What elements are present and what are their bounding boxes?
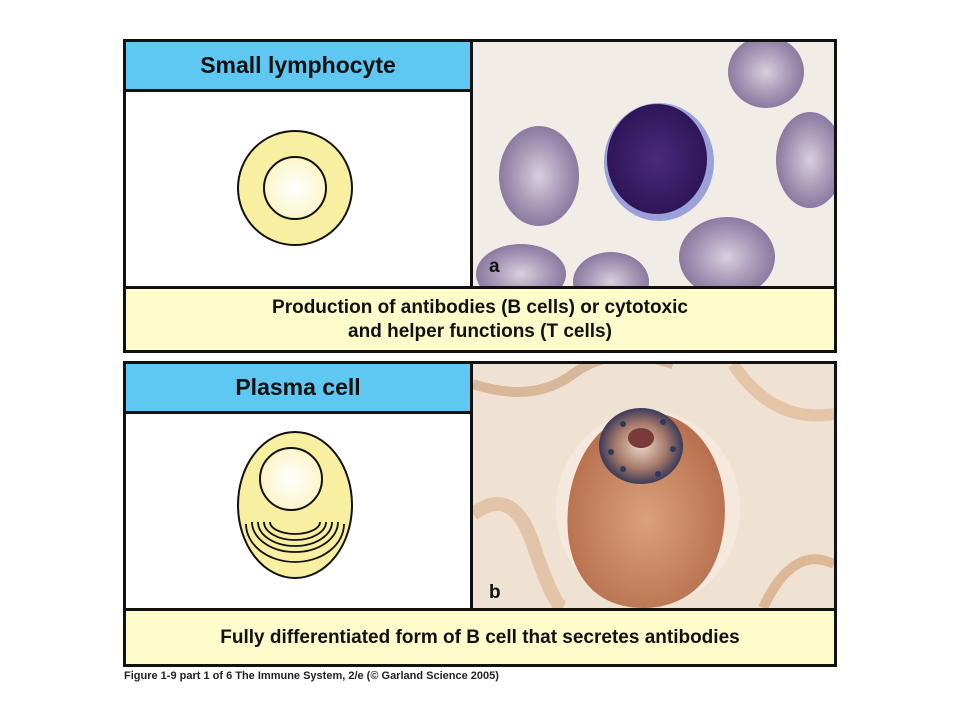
plasma-cell-diagram <box>126 414 473 608</box>
nucleus-outline <box>259 447 323 511</box>
plasma-cell-micrograph: b <box>473 364 834 608</box>
panel-caption: Fully differentiated form of B cell that… <box>126 608 834 664</box>
panel-label-b: b <box>489 582 501 603</box>
lymphocyte-diagram <box>126 92 473 286</box>
nucleus-outline <box>263 156 327 220</box>
caption-line-1: Fully differentiated form of B cell that… <box>220 626 740 648</box>
figure-credit: Figure 1-9 part 1 of 6 The Immune System… <box>124 670 499 682</box>
panel-plasma-cell: Plasma cell <box>123 361 837 667</box>
caption-line-2: and helper functions (T cells) <box>348 320 612 342</box>
plasma-cell-illustration <box>237 431 353 579</box>
panel-small-lymphocyte: Small lymphocyte <box>123 39 837 353</box>
panel-header: Plasma cell <box>126 364 473 414</box>
panel-caption: Production of antibodies (B cells) or cy… <box>126 286 834 350</box>
endoplasmic-reticulum-lines <box>245 521 345 563</box>
lymphocyte-illustration <box>237 130 353 246</box>
panel-label-a: a <box>489 256 500 277</box>
panel-header: Small lymphocyte <box>126 42 473 92</box>
lymphocyte-micrograph: a <box>473 42 834 286</box>
caption-line-1: Production of antibodies (B cells) or cy… <box>272 296 688 318</box>
